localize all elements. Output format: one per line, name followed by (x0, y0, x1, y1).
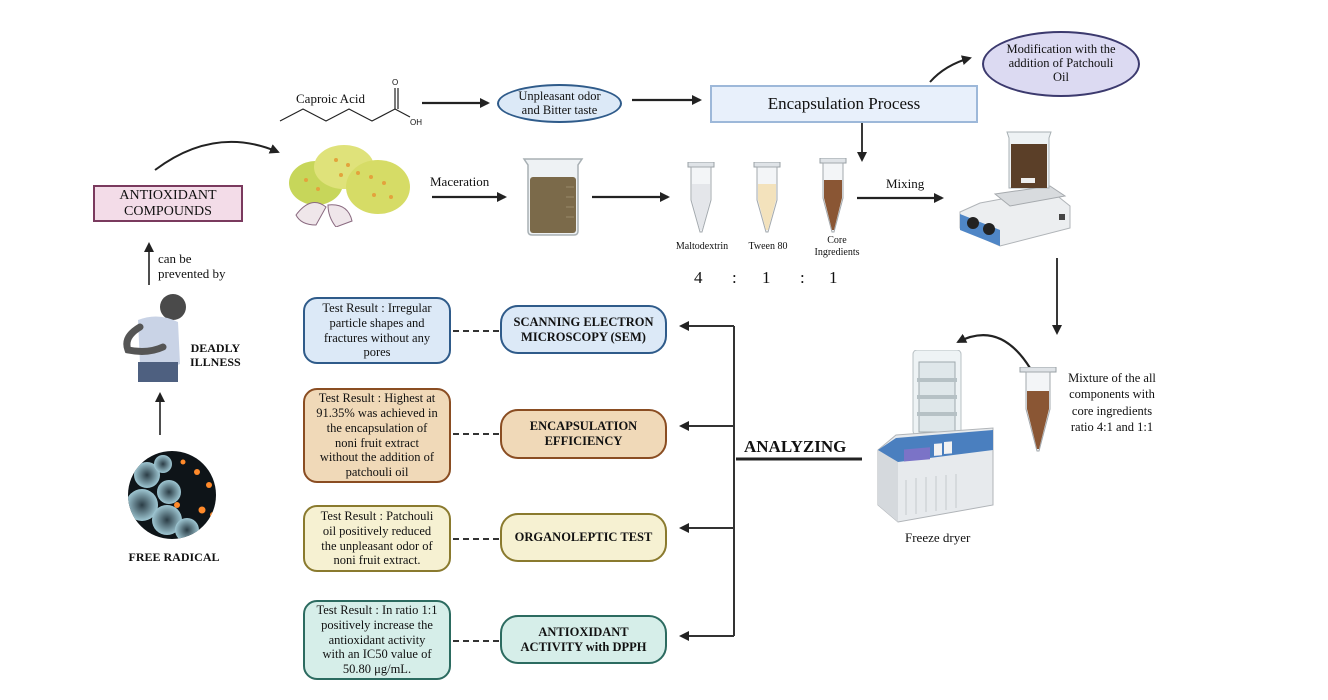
antioxidant-line1: ANTIOXIDANT (119, 188, 217, 204)
efficiency-dashed-connector (453, 433, 499, 435)
organoleptic-result-line: Test Result : Patchouli (320, 509, 434, 523)
efficiency-result-line: without the addition of (319, 450, 435, 465)
ratio-separator-1: : (732, 268, 737, 287)
o-label: O (392, 78, 399, 87)
sem-test-line1: SCANNING ELECTRON (513, 314, 654, 329)
analyzing-label: ANALYZING (744, 437, 847, 456)
mixing-label: Mixing (886, 176, 925, 191)
tween80-label: Tween 80 (748, 241, 788, 252)
noni-fruit-image (289, 145, 410, 227)
tween80-tube-icon (753, 162, 781, 233)
organoleptic-test-line1: ORGANOLEPTIC TEST (514, 530, 653, 544)
organoleptic-dashed-connector (453, 538, 499, 540)
oh-label: OH (410, 118, 422, 127)
efficiency-result-line: noni fruit extract (335, 435, 419, 450)
caproic-acid-label: Caproic Acid (296, 91, 365, 106)
organoleptic-result-line: the unpleasant odor of (321, 538, 433, 553)
antioxidant-result-line: positively increase the (321, 617, 433, 632)
beaker-extract-icon (522, 158, 584, 236)
efficiency-test-box: ENCAPSULATION EFFICIENCY (500, 409, 667, 459)
unpleasant-odor-ellipse: Unpleasant odor and Bitter taste (497, 84, 622, 123)
sick-person-icon (123, 294, 186, 382)
caproic-acid-structure (279, 88, 411, 122)
mixture-line1: Mixture of the all (1068, 371, 1156, 385)
prevented-by-label: can be prevented by (158, 251, 226, 282)
prevented-line1: can be (158, 251, 192, 266)
sem-test-line2: MICROSCOPY (SEM) (521, 329, 646, 344)
sem-result-line: Test Result : Irregular (322, 301, 432, 315)
mixture-label: Mixture of the all components with core … (1058, 370, 1166, 435)
ratio-separator-2: : (800, 268, 805, 287)
arrow-antioxidant-to-noni (154, 141, 280, 171)
sem-result-line: particle shapes and (329, 315, 425, 330)
core-ingredients-label: Core Ingredients (804, 235, 870, 258)
efficiency-result-line: the encapsulation of (326, 420, 428, 435)
encapsulation-label: Encapsulation Process (767, 94, 921, 113)
free-radical-label: FREE RADICAL (128, 550, 220, 564)
sem-result-line: pores (363, 345, 391, 360)
efficiency-result-line: Test Result : Highest at (318, 391, 436, 406)
core-line2: Ingredients (814, 246, 860, 258)
encapsulation-process-box: Encapsulation Process (710, 85, 978, 123)
ratio-maltodextrin: 4 (694, 268, 703, 287)
sem-result-box: Test Result : Irregular particle shapes … (303, 297, 451, 364)
antioxidant-line2: COMPOUNDS (124, 203, 212, 219)
core-line1: Core (827, 235, 847, 246)
antioxidant-result-line: antioxidant activity (328, 632, 426, 647)
mixture-tube-icon (1019, 367, 1057, 452)
free-radical-image (128, 451, 216, 539)
maltodextrin-label: Maltodextrin (675, 241, 729, 252)
efficiency-test-line2: EFFICIENCY (544, 434, 623, 448)
efficiency-test-line1: ENCAPSULATION (529, 419, 638, 433)
deadly-illness-label: DEADLY ILLNESS (190, 341, 241, 370)
patchouli-modification-ellipse: Modification with the addition of Patcho… (982, 31, 1140, 97)
antioxidant-test-line2: ACTIVITY with DPPH (520, 639, 647, 654)
patchouli-line2: addition of Patchouli (1008, 56, 1114, 71)
patchouli-line1: Modification with the (1006, 42, 1116, 57)
antioxidant-test-line1: ANTIOXIDANT (538, 624, 629, 639)
illness-line1: DEADLY (190, 341, 241, 355)
freeze-dryer-label: Freeze dryer (905, 530, 971, 545)
odor-line2: and Bitter taste (521, 102, 598, 117)
sem-dashed-connector (453, 330, 499, 332)
antioxidant-result-box: Test Result : In ratio 1:1 positively in… (303, 600, 451, 680)
illness-line2: ILLNESS (190, 354, 241, 369)
arrow-encapsulation-to-patchouli (929, 55, 972, 83)
mixture-line2: components with (1069, 387, 1155, 402)
organoleptic-test-box: ORGANOLEPTIC TEST (500, 513, 667, 562)
antioxidant-dashed-connector (453, 640, 499, 642)
mixture-line4: ratio 4:1 and 1:1 (1070, 419, 1154, 434)
freeze-dryer-icon (877, 350, 994, 523)
core-ingredients-tube-icon (819, 158, 847, 233)
antioxidant-result-line: Test Result : In ratio 1:1 (316, 603, 438, 618)
sem-result-line: fractures without any (323, 330, 431, 345)
antioxidant-test-box: ANTIOXIDANT ACTIVITY with DPPH (500, 615, 667, 664)
efficiency-result-line: 91.35% was achieved in (316, 406, 438, 420)
sem-test-box: SCANNING ELECTRON MICROSCOPY (SEM) (500, 305, 667, 354)
prevented-line2: prevented by (158, 265, 226, 281)
antioxidant-result-line: with an IC50 value of (322, 647, 432, 662)
organoleptic-result-line: noni fruit extract. (333, 553, 421, 568)
magnetic-stirrer-icon (959, 131, 1071, 247)
efficiency-result-box: Test Result : Highest at 91.35% was achi… (303, 388, 451, 483)
organoleptic-result-line: oil positively reduced (322, 523, 432, 538)
odor-line1: Unpleasant odor (518, 88, 601, 103)
ratio-core: 1 (829, 268, 838, 287)
maltodextrin-tube-icon (687, 162, 715, 233)
ratio-tween80: 1 (762, 268, 771, 287)
maceration-label: Maceration (430, 174, 490, 189)
mixture-line3: core ingredients (1071, 403, 1153, 418)
efficiency-result-line: patchouli oil (345, 465, 409, 479)
arrow-mixture-to-freeze-dryer (956, 333, 1031, 369)
antioxidant-result-line: 50.80 μg/mL. (342, 662, 412, 677)
patchouli-line3: Oil (1053, 69, 1069, 84)
organoleptic-result-box: Test Result : Patchouli oil positively r… (303, 505, 451, 572)
antioxidant-compounds-box: ANTIOXIDANT COMPOUNDS (93, 185, 243, 222)
